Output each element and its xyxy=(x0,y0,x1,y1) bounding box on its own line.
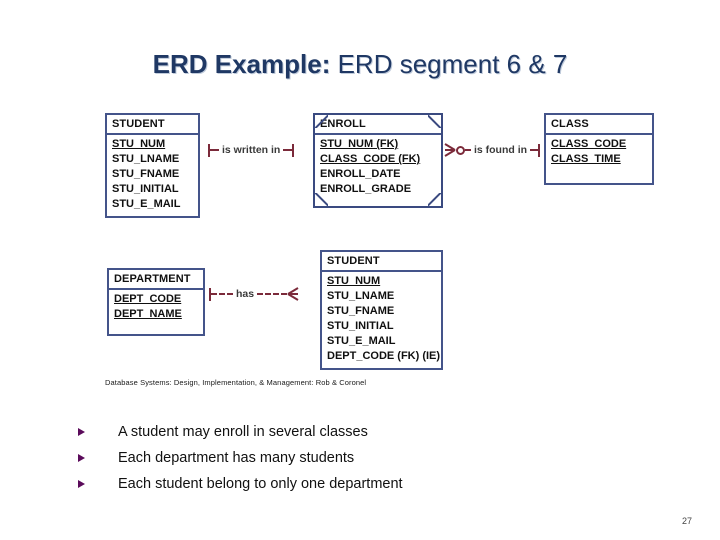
connector-line-dashed xyxy=(257,293,288,295)
entity-name: ENROLL xyxy=(320,118,366,130)
attribute: CLASS_TIME xyxy=(551,153,621,165)
bullet-triangle-icon xyxy=(78,475,90,488)
attribute: CLASS_CODE (FK) xyxy=(320,153,421,165)
entity-name: STUDENT xyxy=(112,118,165,130)
entity-divider xyxy=(322,270,441,272)
attribute: STU_FNAME xyxy=(112,168,180,180)
list-item: Each student belong to only one departme… xyxy=(78,475,638,493)
page-number: 27 xyxy=(681,516,692,526)
entity-attributes: STU_NUM (FK) CLASS_CODE (FK) ENROLL_DATE… xyxy=(315,135,441,201)
list-item-label: Each student belong to only one departme… xyxy=(118,476,403,492)
list-item-label: Each department has many students xyxy=(118,450,355,466)
attribute: DEPT_CODE xyxy=(114,293,182,305)
entity-divider xyxy=(546,133,652,135)
cardinality-one-tick xyxy=(209,287,211,301)
erd-source-caption: Database Systems: Design, Implementation… xyxy=(105,378,367,387)
attribute: CLASS_CODE xyxy=(551,138,627,150)
page-title: ERD Example: ERD segment 6 & 7 xyxy=(0,48,720,80)
attribute: STU_LNAME xyxy=(327,290,395,302)
attribute: DEPT_NAME xyxy=(114,308,182,320)
entity-divider xyxy=(109,288,203,290)
entity-attributes: DEPT_CODE DEPT_NAME xyxy=(109,290,203,326)
crowsfoot-icon xyxy=(287,287,299,301)
bevel-corner-icon xyxy=(315,193,328,206)
attribute: STU_E_MAIL xyxy=(327,335,396,347)
relationship-label: is found in xyxy=(473,144,528,156)
relationship-label: has xyxy=(236,288,255,300)
attribute: ENROLL_GRADE xyxy=(320,183,412,195)
attribute: STU_NUM xyxy=(112,138,166,150)
connector-line xyxy=(465,149,471,151)
relationship-is-found-in: is found in xyxy=(444,139,540,161)
cardinality-one-tick xyxy=(538,143,540,157)
attribute: STU_NUM (FK) xyxy=(320,138,399,150)
list-item-label: A student may enroll in several classes xyxy=(118,424,368,440)
relationship-is-written-in: is written in xyxy=(208,139,312,161)
bevel-corner-icon xyxy=(428,193,441,206)
entity-attributes: CLASS_CODE CLASS_TIME xyxy=(546,135,652,171)
page-title-rest: ERD segment 6 & 7 xyxy=(330,49,568,79)
entity-class: CLASS CLASS_CODE CLASS_TIME xyxy=(544,113,654,185)
list-item: Each department has many students xyxy=(78,449,638,467)
entity-attributes: STU_NUM STU_LNAME STU_FNAME STU_INITIAL … xyxy=(107,135,198,216)
attribute: STU_NUM xyxy=(327,275,381,287)
entity-department: DEPARTMENT DEPT_CODE DEPT_NAME xyxy=(107,268,205,336)
connector-line xyxy=(283,149,293,151)
entity-attributes: STU_NUM STU_LNAME STU_FNAME STU_INITIAL … xyxy=(322,272,441,368)
bevel-corner-icon xyxy=(428,115,441,128)
bevel-corner-icon xyxy=(315,115,328,128)
connector-line xyxy=(210,149,219,151)
entity-student-top: STUDENT STU_NUM STU_LNAME STU_FNAME STU_… xyxy=(105,113,200,218)
attribute: STU_INITIAL xyxy=(112,183,179,195)
attribute: STU_LNAME xyxy=(112,153,180,165)
crowsfoot-icon xyxy=(444,143,456,157)
entity-enroll: ENROLL STU_NUM (FK) CLASS_CODE (FK) ENRO… xyxy=(313,113,443,208)
attribute: STU_INITIAL xyxy=(327,320,394,332)
entity-student-bottom: STUDENT STU_NUM STU_LNAME STU_FNAME STU_… xyxy=(320,250,443,370)
entity-name: DEPARTMENT xyxy=(114,273,191,285)
bullet-triangle-icon xyxy=(78,449,90,462)
connector-line xyxy=(530,149,538,151)
attribute: STU_FNAME xyxy=(327,305,395,317)
cardinality-zero-circle xyxy=(456,145,465,155)
relationship-has: has xyxy=(209,283,319,305)
attribute: STU_E_MAIL xyxy=(112,198,181,210)
cardinality-one-tick xyxy=(292,143,295,157)
bullet-triangle-icon xyxy=(78,423,90,436)
bullet-list: A student may enroll in several classes … xyxy=(78,423,638,501)
entity-name: STUDENT xyxy=(327,255,380,267)
attribute: DEPT_CODE (FK) (IE) xyxy=(327,350,441,362)
list-item: A student may enroll in several classes xyxy=(78,423,638,441)
attribute: ENROLL_DATE xyxy=(320,168,401,180)
connector-line-dashed xyxy=(211,293,233,295)
entity-divider xyxy=(107,133,198,135)
entity-divider xyxy=(315,133,441,135)
page-title-bold: ERD Example: xyxy=(152,49,331,79)
relationship-label: is written in xyxy=(222,144,281,156)
cardinality-one-tick xyxy=(208,143,210,157)
entity-name: CLASS xyxy=(551,118,589,130)
